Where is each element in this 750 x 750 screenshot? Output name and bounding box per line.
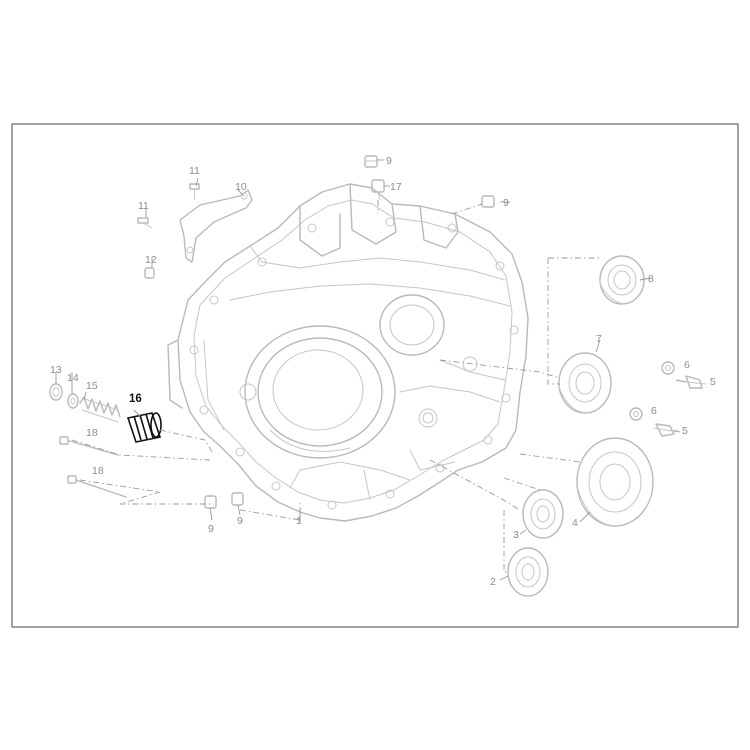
bolt-part-5-lower	[653, 423, 679, 437]
callout-3: 3	[513, 529, 519, 541]
callout-10: 10	[235, 181, 247, 193]
plug-part-9-right	[481, 195, 495, 208]
circlip-part-13	[49, 383, 63, 401]
bearing-part-8	[599, 255, 645, 305]
callout-11-upper: 11	[189, 165, 200, 177]
callout-12: 12	[145, 254, 157, 266]
callout-18-lower: 18	[92, 465, 104, 477]
sleeve-part-16-highlighted	[126, 412, 162, 443]
callout-13: 13	[50, 364, 62, 376]
washer-part-6-upper	[661, 361, 675, 375]
washer-part-6-lower	[629, 407, 643, 421]
callout-9-bottom-right: 9	[237, 515, 243, 527]
plug-part-9-bottom-left	[204, 495, 217, 509]
bolt-part-11-lower	[137, 217, 153, 229]
callout-11-lower: 11	[138, 200, 149, 212]
diagram-frame	[11, 123, 739, 628]
leader-lines	[55, 159, 687, 581]
callout-17: 17	[390, 181, 402, 193]
bolt-part-5-upper	[685, 375, 707, 389]
callout-9-top: 9	[386, 155, 392, 167]
callout-8: 8	[648, 273, 654, 285]
plug-part-9-bottom-right	[231, 492, 244, 506]
callout-9-bottom-left: 9	[208, 523, 214, 535]
spring-part-15	[79, 396, 121, 423]
callout-5-upper: 5	[710, 376, 716, 388]
callout-18-upper: 18	[86, 427, 98, 439]
callout-7: 7	[596, 333, 602, 345]
bearing-part-2	[507, 547, 549, 597]
callout-1: 1	[296, 515, 302, 527]
callout-4: 4	[572, 517, 578, 529]
bearing-part-3	[522, 489, 564, 539]
bearing-part-4	[576, 437, 654, 527]
washer-part-14	[67, 393, 79, 409]
plug-part-12	[144, 267, 155, 279]
callout-9-right: 9	[503, 197, 509, 209]
callout-16-highlighted: 16	[129, 393, 142, 405]
crankcase-half	[167, 183, 529, 522]
bolt-part-18-upper	[59, 436, 119, 456]
callout-labels: 1 2 3 4 5 5 6 6 7 8 9 9 9 9 10 11 11 12 …	[50, 155, 716, 588]
callout-6-lower: 6	[651, 405, 657, 417]
bolt-part-18-lower	[67, 475, 127, 498]
bolt-part-11-upper	[189, 183, 200, 200]
plug-part-9-top	[364, 155, 378, 168]
callout-15: 15	[86, 380, 98, 392]
bearing-part-7	[558, 352, 612, 414]
callout-2: 2	[490, 576, 496, 588]
bracket-part-10	[179, 189, 253, 263]
callout-14: 14	[67, 372, 79, 384]
callout-5-lower: 5	[682, 425, 688, 437]
callout-6-upper: 6	[684, 359, 690, 371]
